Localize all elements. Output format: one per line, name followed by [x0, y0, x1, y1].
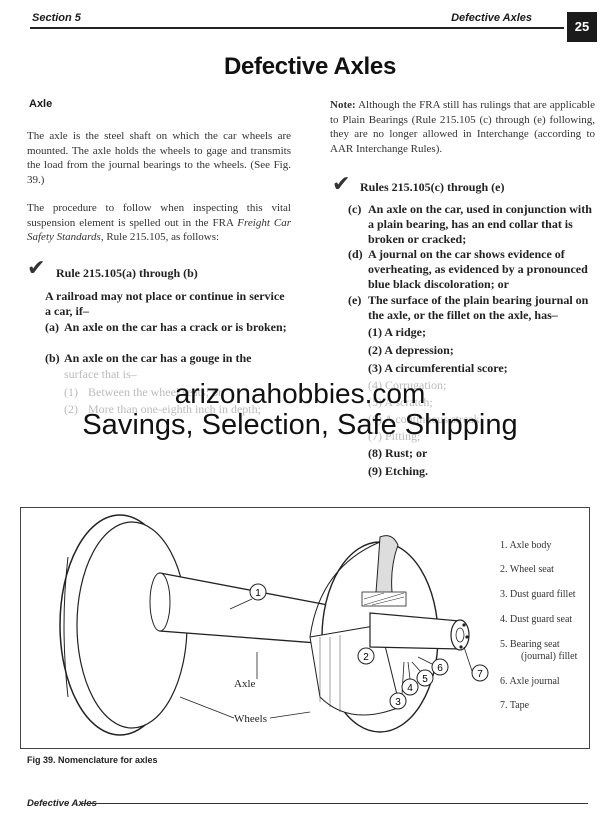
- list-item-c: (c) An axle on the car, used in conjunct…: [348, 202, 592, 246]
- legend-item-5b: (journal) fillet: [521, 651, 578, 662]
- legend-item-3: 3. Dust guard fillet: [500, 589, 576, 600]
- note-paragraph: Note: Although the FRA still has rulings…: [330, 99, 595, 155]
- rail-profile: [369, 535, 402, 603]
- page-number: 25: [567, 12, 597, 42]
- axle-journal: [369, 612, 461, 650]
- list-item-b: (b) An axle on the car has a gouge in th…: [45, 351, 252, 365]
- svg-text:4: 4: [407, 683, 413, 694]
- sub-item-2: (2) A depression;: [368, 343, 454, 357]
- svg-text:2: 2: [363, 652, 369, 663]
- watermark-slogan: Savings, Selection, Safe Shipping: [82, 409, 518, 441]
- sub-item-1: (1) A ridge;: [368, 325, 427, 339]
- legend-item-2: 2. Wheel seat: [500, 564, 554, 575]
- sub-item-7: (7) Pitting;: [368, 429, 421, 443]
- svg-text:7: 7: [477, 669, 483, 680]
- callout-6: 6: [417, 656, 449, 676]
- wheels-label: Wheels: [234, 713, 267, 725]
- legend-item-1: 1. Axle body: [500, 540, 552, 551]
- header-rule: [30, 27, 564, 29]
- faded-item-1: (1) Between the wheel seats; or: [64, 385, 222, 399]
- axle-label: Axle: [234, 678, 256, 690]
- callout-2: 2: [357, 647, 375, 665]
- sub-item-3: (3) A circumferential score;: [368, 361, 508, 375]
- running-title: Defective Axles: [451, 12, 532, 24]
- checkmark-icon: ✔: [332, 172, 351, 197]
- faded-line: surface that is–: [64, 367, 137, 381]
- list-item-e: (e) The surface of the plain bearing jou…: [348, 293, 589, 322]
- footer-title: Defective Axles: [27, 798, 97, 809]
- callout-3: 3: [389, 661, 407, 710]
- axle-diagram: 1 2 3 4 5 6 7 Axle Wheels: [59, 514, 489, 736]
- sub-item-8: (8) Rust; or: [368, 446, 428, 460]
- right-wheel-arc: [309, 541, 381, 638]
- sub-item-9: (9) Etching.: [368, 464, 429, 478]
- section-label: Section 5: [32, 12, 81, 24]
- rule-title-left: Rule 215.105(a) through (b): [56, 266, 198, 280]
- list-item-a: (a) An axle on the car has a crack or is…: [45, 320, 287, 334]
- subheading: Axle: [29, 98, 53, 110]
- checkmark-icon: ✔: [27, 256, 46, 281]
- watermark-domain: arizonahobbies.com: [174, 378, 426, 409]
- page-header: Section 5 Defective Axles 25: [0, 0, 600, 44]
- footer-rule: [82, 803, 588, 804]
- sub-item-6: (6) A continuous streak;: [368, 412, 483, 426]
- rule-title-right: Rules 215.105(c) through (e): [360, 180, 505, 194]
- figure-caption: Fig 39. Nomenclature for axles: [27, 755, 158, 765]
- sub-item-5: (5) A scratch;: [368, 395, 433, 409]
- list-item-d: (d) A journal on the car shows evidence …: [348, 247, 588, 291]
- legend-item-4: 4. Dust guard seat: [500, 614, 573, 625]
- axle-end-left: [149, 572, 171, 632]
- svg-text:1: 1: [255, 588, 261, 599]
- callout-1: 1: [229, 583, 267, 610]
- left-wheel-flange: [63, 556, 69, 698]
- svg-text:5: 5: [422, 674, 428, 685]
- legend-item-6: 6. Axle journal: [500, 676, 560, 687]
- legend-item-7: 7. Tape: [500, 700, 530, 711]
- figure-frame: [20, 507, 590, 749]
- callout-4: 4: [401, 661, 419, 696]
- page-title: Defective Axles: [223, 53, 397, 80]
- svg-text:3: 3: [395, 697, 401, 708]
- sub-item-4: (4) Corrugation;: [368, 378, 447, 392]
- rule-intro: A railroad may not place or continue in …: [45, 289, 285, 318]
- faded-item-2: (2) More than one-eighth inch in depth;: [64, 402, 261, 416]
- callout-7: 7: [463, 646, 489, 682]
- legend-item-5: 5. Bearing seat: [500, 639, 560, 650]
- svg-text:6: 6: [437, 663, 443, 674]
- procedure-paragraph: The procedure to follow when inspecting …: [27, 202, 291, 243]
- axle-paragraph: The axle is the steel shaft on which the…: [27, 130, 291, 186]
- callout-5: 5: [411, 661, 434, 687]
